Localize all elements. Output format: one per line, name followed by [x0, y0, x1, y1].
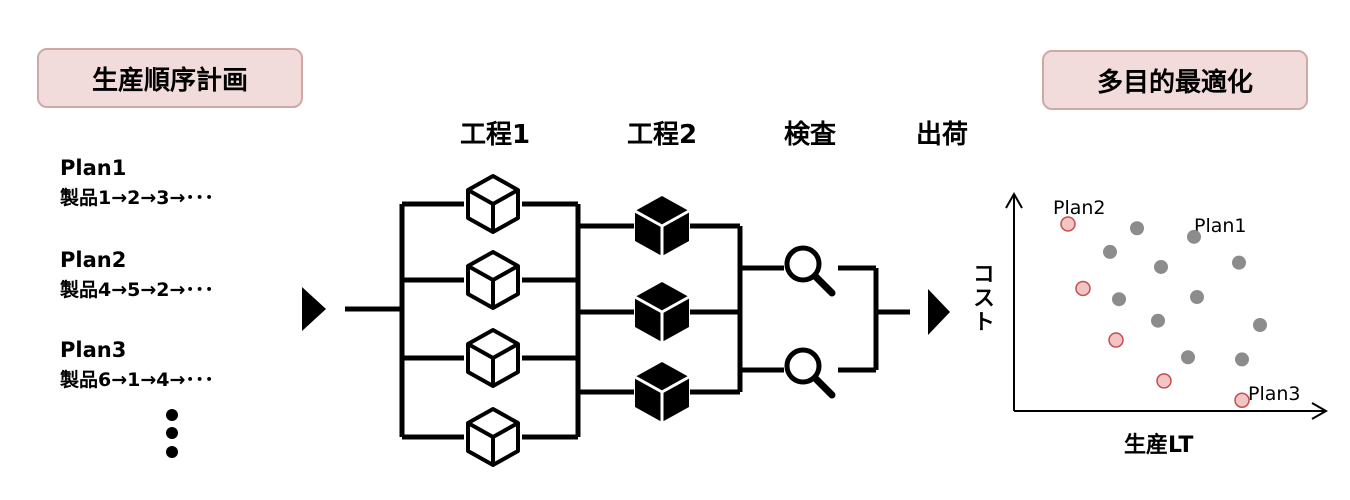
candidate-point: [1190, 290, 1204, 305]
process2-cube-icon: [634, 282, 690, 342]
candidate-point: [1112, 292, 1126, 307]
candidate-point: [1235, 352, 1249, 367]
plan3-name: Plan3: [60, 338, 127, 362]
candidate-point: [1130, 221, 1144, 236]
play-arrow-icon: [928, 289, 950, 335]
candidate-point: [1154, 259, 1168, 274]
pareto-point: [1108, 332, 1124, 348]
more-dot: [166, 446, 178, 458]
magnifier-icon: [784, 347, 836, 399]
plan2-sequence: 製品4→5→2→･･･: [60, 279, 214, 301]
stage-process1-label: 工程1: [459, 120, 531, 150]
process2-cube-icon: [634, 362, 690, 422]
more-dot: [166, 427, 178, 439]
production-sequence-title: 生産順序計画: [37, 48, 303, 108]
plan2-annotation: Plan2: [1053, 197, 1106, 219]
plan2-name: Plan2: [60, 248, 127, 272]
process2-cube-icon: [634, 196, 690, 256]
candidate-point: [1232, 255, 1246, 270]
pareto-point: [1234, 392, 1250, 408]
multi-objective-title: 多目的最適化: [1042, 50, 1308, 110]
candidate-point: [1151, 313, 1165, 328]
candidate-point: [1187, 229, 1201, 244]
scatter-points: [1060, 216, 1267, 408]
stage-process2-label: 工程2: [626, 120, 698, 150]
stage-inspection-label: 検査: [783, 120, 836, 150]
pareto-point: [1060, 216, 1076, 232]
plan3-annotation: Plan3: [1248, 383, 1301, 405]
pareto-point: [1075, 280, 1091, 297]
plan1-sequence: 製品1→2→3→･･･: [60, 187, 214, 209]
pareto-point: [1156, 373, 1172, 389]
stage-shipping-label: 出荷: [915, 120, 968, 150]
process1-cube-icon: [466, 328, 520, 388]
y-axis-label: コスト: [969, 262, 994, 334]
chart-axes: [1005, 191, 1329, 420]
process1-cube-icon: [466, 250, 520, 310]
more-dot: [166, 409, 178, 421]
plan3-sequence: 製品6→1→4→･･･: [60, 369, 214, 391]
process1-cube-icon: [466, 174, 520, 234]
candidate-point: [1253, 318, 1267, 332]
x-axis-label: 生産LT: [1124, 433, 1194, 458]
candidate-point: [1181, 350, 1195, 365]
magnifier-icon: [784, 245, 836, 297]
plan1-name: Plan1: [60, 156, 127, 180]
process1-cube-icon: [466, 407, 520, 467]
plan1-annotation: Plan1: [1194, 215, 1247, 237]
play-arrow-icon: [302, 287, 326, 331]
candidate-point: [1103, 244, 1117, 259]
flow-lines: [345, 201, 910, 440]
